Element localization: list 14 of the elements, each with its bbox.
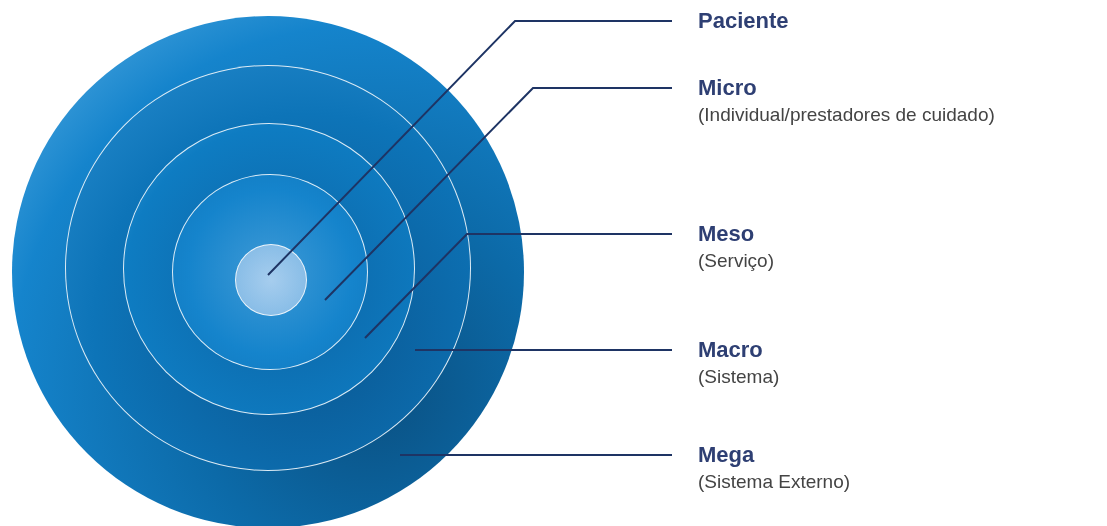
level-description: (Individual/prestadores de cuidado) <box>698 103 995 127</box>
leader-line <box>414 349 673 351</box>
level-heading: Macro <box>698 336 764 364</box>
level-description: (Sistema) <box>698 365 780 389</box>
level-heading: Paciente <box>698 7 789 35</box>
level-heading: Mega <box>698 441 756 469</box>
leader-line <box>324 87 673 301</box>
level-heading: Micro <box>698 74 758 102</box>
level-description: (Sistema Externo) <box>698 470 851 494</box>
leader-line <box>364 233 673 339</box>
level-heading: Meso <box>698 220 756 248</box>
level-description: (Serviço) <box>698 249 774 273</box>
leader-line <box>267 20 673 276</box>
leader-line <box>399 454 673 456</box>
